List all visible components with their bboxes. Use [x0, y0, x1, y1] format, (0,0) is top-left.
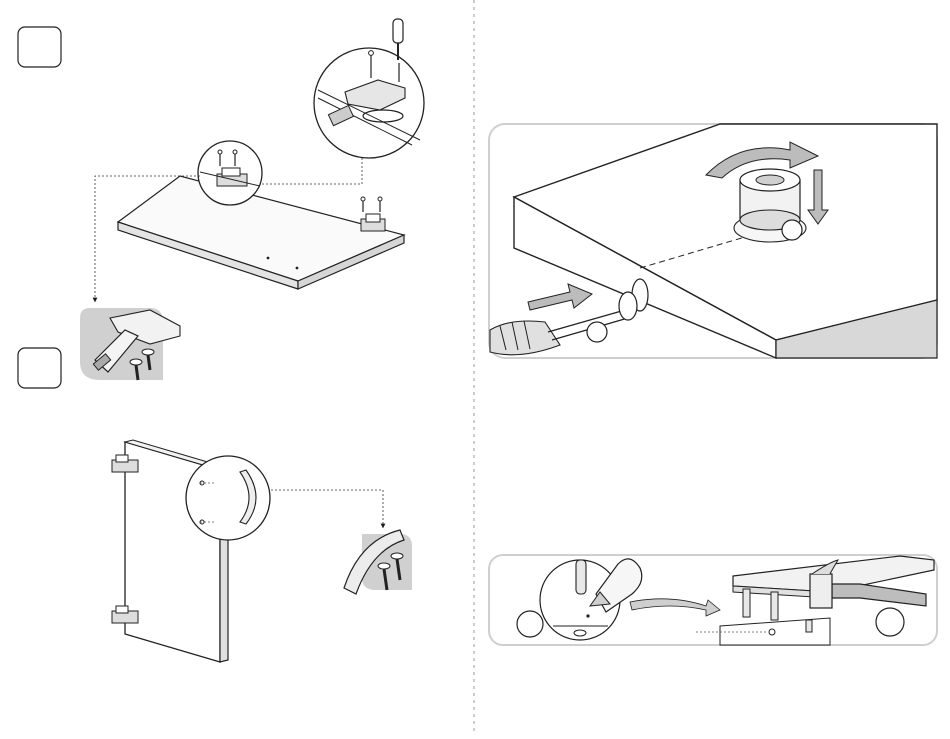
cam-lock-marker [782, 220, 802, 240]
glue-marker [517, 611, 543, 637]
dowel-icon [576, 560, 586, 594]
step-1-box [18, 27, 61, 67]
cam-lock-icon [734, 169, 806, 242]
handle-icon [344, 530, 412, 594]
hinge-icon [361, 197, 385, 231]
cam-screwdriver-marker [587, 322, 607, 342]
hammer-marker [876, 608, 904, 636]
hinge-detail-circle [198, 141, 262, 205]
cabinet-door-panel [118, 176, 404, 289]
step-2-box [18, 348, 61, 388]
hinge-parts-detail [80, 308, 180, 380]
hinge-zoom-circle [314, 48, 424, 158]
handle-detail-circle [186, 456, 270, 540]
